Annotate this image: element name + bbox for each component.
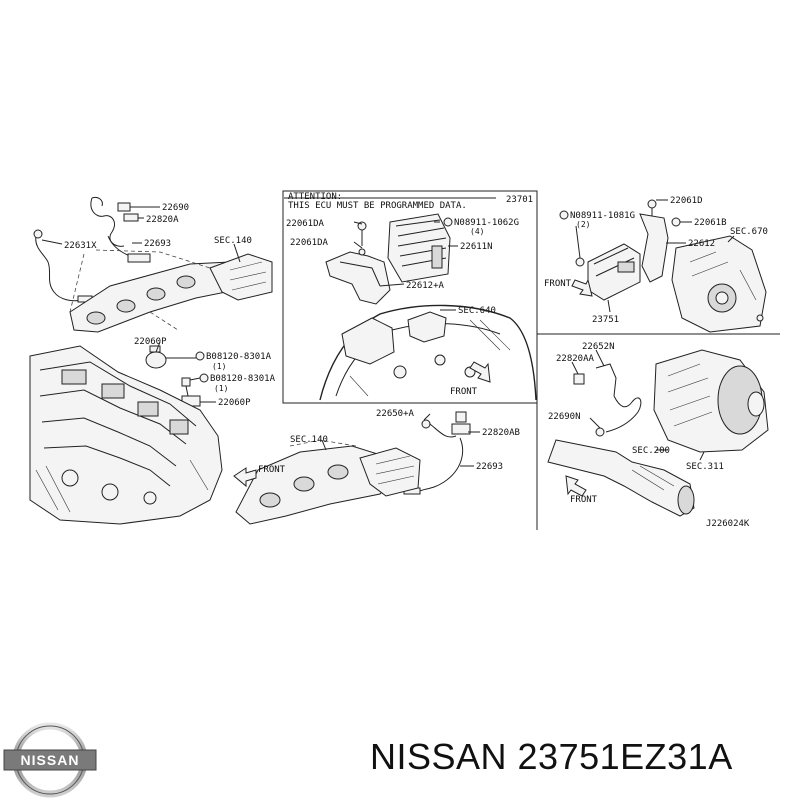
label-22690: 22690 <box>162 203 189 213</box>
front-arrow-middle: FRONT <box>450 361 491 397</box>
ecu-bracket <box>325 221 391 305</box>
nut-symbol-icon <box>443 217 453 227</box>
label-22820A: 22820A <box>146 215 179 225</box>
bolt-symbol-icon <box>195 351 205 361</box>
label-sec311: SEC.311 <box>686 462 724 472</box>
label-sec200: SEC.200 <box>632 446 670 456</box>
leader-lines <box>41 197 735 467</box>
label-22061DA-top: 22061DA <box>286 219 325 229</box>
front-arrow-bottom-left: FRONT <box>233 465 286 488</box>
label-n08911-1081g: N08911-1081G <box>570 211 635 221</box>
knock-sensors <box>145 345 201 407</box>
nissan-logo-icon: NISSAN <box>3 722 97 798</box>
logo-text: NISSAN <box>21 752 80 768</box>
label-23701: 23701 <box>506 195 533 205</box>
diagram-code: J226024K <box>706 519 750 529</box>
label-22060P-top: 22060P <box>134 337 167 347</box>
label-b08120-8301a-top: B08120-8301A <box>206 352 272 362</box>
label-22693-left: 22693 <box>144 239 171 249</box>
label-qty-2: (2) <box>576 220 590 229</box>
front-label: FRONT <box>570 495 598 505</box>
label-qty-1-bottom: (1) <box>214 384 228 393</box>
label-22612-a: 22612+A <box>406 281 445 291</box>
label-22061DA-bottom: 22061DA <box>290 238 329 248</box>
transmission-housing-top <box>671 235 767 333</box>
page-title: NISSAN 23751EZ31A <box>370 736 733 777</box>
nut-symbol-icon <box>559 210 569 220</box>
engine-block <box>29 345 223 525</box>
exhaust-manifold-left <box>69 249 273 333</box>
label-b08120-8301a-bottom: B08120-8301A <box>210 374 276 384</box>
exhaust-manifold-right <box>235 439 421 525</box>
ecu-module-23701 <box>387 213 451 283</box>
label-22820AA: 22820AA <box>556 354 595 364</box>
front-arrow-bottom-right: FRONT <box>565 475 598 505</box>
front-label: FRONT <box>450 387 478 397</box>
module-23751 <box>575 243 641 301</box>
front-arrow-top-right: FRONT <box>544 278 593 297</box>
upstream-sensor-right <box>403 411 471 495</box>
firewall-panel <box>319 304 537 401</box>
label-qty-1-top: (1) <box>212 362 226 371</box>
label-22611N: 22611N <box>460 242 493 252</box>
label-22820AB: 22820AB <box>482 428 520 438</box>
upstream-oxygen-sensor-group <box>33 197 151 303</box>
label-qty-4: (4) <box>470 227 484 236</box>
label-sec140-bottom: SEC.140 <box>290 435 328 445</box>
label-sec670: SEC.670 <box>730 227 768 237</box>
attention-message: THIS ECU MUST BE PROGRAMMED DATA. <box>288 201 467 211</box>
label-22690N: 22690N <box>548 412 581 422</box>
label-22612: 22612 <box>688 239 715 249</box>
label-22060P-bottom: 22060P <box>218 398 251 408</box>
downstream-sensor <box>573 363 642 437</box>
label-22652N: 22652N <box>582 342 615 352</box>
attention-heading: ATTENTION: <box>288 192 342 202</box>
label-22061B: 22061B <box>694 218 727 228</box>
transmission-assembly <box>653 349 769 453</box>
front-label: FRONT <box>544 279 572 289</box>
label-22650-a: 22650+A <box>376 409 415 419</box>
label-22061D: 22061D <box>670 196 703 206</box>
label-22631X: 22631X <box>64 241 97 251</box>
label-sec640: SEC.640 <box>458 306 496 316</box>
label-n08911-1062g: N08911-1062G <box>454 218 519 228</box>
label-sec140-top: SEC.140 <box>214 236 252 246</box>
label-23751: 23751 <box>592 315 619 325</box>
label-22693-right: 22693 <box>476 462 503 472</box>
front-label: FRONT <box>258 465 286 475</box>
catalytic-converter-pipe <box>547 439 695 517</box>
bolt-symbol-icon <box>199 373 209 383</box>
